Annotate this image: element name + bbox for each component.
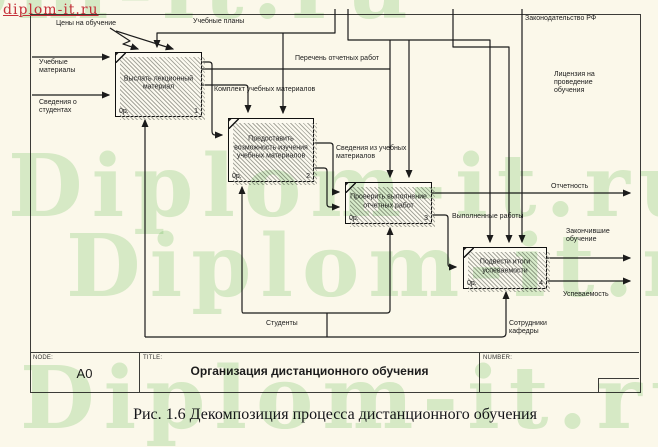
box-label: Выслать лекционный материал <box>123 74 194 91</box>
box-cost: 0р. <box>467 280 477 287</box>
arrow-komplekt <box>200 84 252 114</box>
box-corner-notch <box>229 119 239 129</box>
arrow-sotrudniki-mechanism <box>145 290 510 338</box>
box-corner-notch <box>346 183 356 193</box>
box-number: 1 <box>194 108 198 115</box>
arrow-tseny-zigzag <box>109 27 175 51</box>
box-cost: 0р. <box>232 173 242 180</box>
activity-box-2: Предоставить возможность изучения учебны… <box>228 118 317 185</box>
number-label: NUMBER: <box>483 355 513 361</box>
flow-label-otchetnost: Отчетность <box>551 183 589 190</box>
flow-label-tseny: Цены на обучение <box>56 20 117 27</box>
flow-label-svedeniya-iz: Сведения из учебных материалов <box>336 145 407 160</box>
box-cost: 0р. <box>119 108 129 115</box>
footer-bar: NODE: A0 TITLE: Организация дистанционно… <box>30 352 639 392</box>
box-label: Подвести итоги успеваемости <box>479 258 531 274</box>
flow-label-komplekt: Комплект учебных материалов <box>214 86 316 93</box>
title-value: Организация дистанционного обучения <box>190 364 429 378</box>
arrow-vypolnennye <box>430 214 458 271</box>
box-number: 2 <box>306 173 310 180</box>
box-label: Предоставить возможность изучения учебны… <box>234 135 308 160</box>
box-number: 4 <box>539 280 543 287</box>
box-corner-notch <box>116 53 126 63</box>
node-value: A0 <box>76 366 93 381</box>
activity-box-1: Выслать лекционный материал 0р. 1 <box>115 52 205 120</box>
box-corner-notch <box>464 248 474 258</box>
title-label: TITLE: <box>143 355 163 361</box>
flow-label-litsenziya: Лицензия на проведение обучения <box>554 71 595 94</box>
footer-number-cell: NUMBER: <box>480 353 639 392</box>
arrow-box1-to-box2 <box>200 61 224 139</box>
figure-caption: Рис. 1.6 Декомпозиция процесса дистанцио… <box>133 406 537 423</box>
arrow-studenty-mechanism <box>141 118 394 337</box>
footer-title-cell: TITLE: Организация дистанционного обучен… <box>140 353 480 392</box>
flow-label-materialy: Учебные материалы <box>39 59 76 74</box>
flow-label-perechen: Перечень отчетных работ <box>295 55 380 62</box>
arrow-svedeniya-iz <box>312 142 341 211</box>
flow-label-sotrudniki: Сотрудники кафедры <box>509 320 547 335</box>
activity-box-4: Подвести итоги успеваемости 0р. 4 <box>463 247 550 292</box>
footer-node-cell: NODE: A0 <box>30 353 140 392</box>
flow-label-zakonodatelstvo: Законодательство РФ <box>525 15 597 22</box>
activity-box-3: Проверить выполнение отчетных работ 0р. … <box>345 182 435 227</box>
number-inner-box <box>598 378 639 392</box>
box-label: Проверить выполнение отчетных работ <box>350 193 427 209</box>
flow-label-svedeniya-o: Сведения о студентах <box>39 99 77 114</box>
box-cost: 0р. <box>349 215 359 222</box>
box-number: 3 <box>424 215 428 222</box>
flow-label-uspevaemost: Успеваемость <box>563 291 609 298</box>
flow-label-vypolnennye: Выполненные работы <box>452 213 524 220</box>
node-label: NODE: <box>33 355 54 361</box>
flow-label-plany: Учебные планы <box>193 18 245 25</box>
flow-label-studenty: Студенты <box>266 320 298 327</box>
arrow-uchebnye-plany <box>153 9 513 244</box>
flow-label-zakonchivshie: Закончившие обучение <box>566 228 610 243</box>
